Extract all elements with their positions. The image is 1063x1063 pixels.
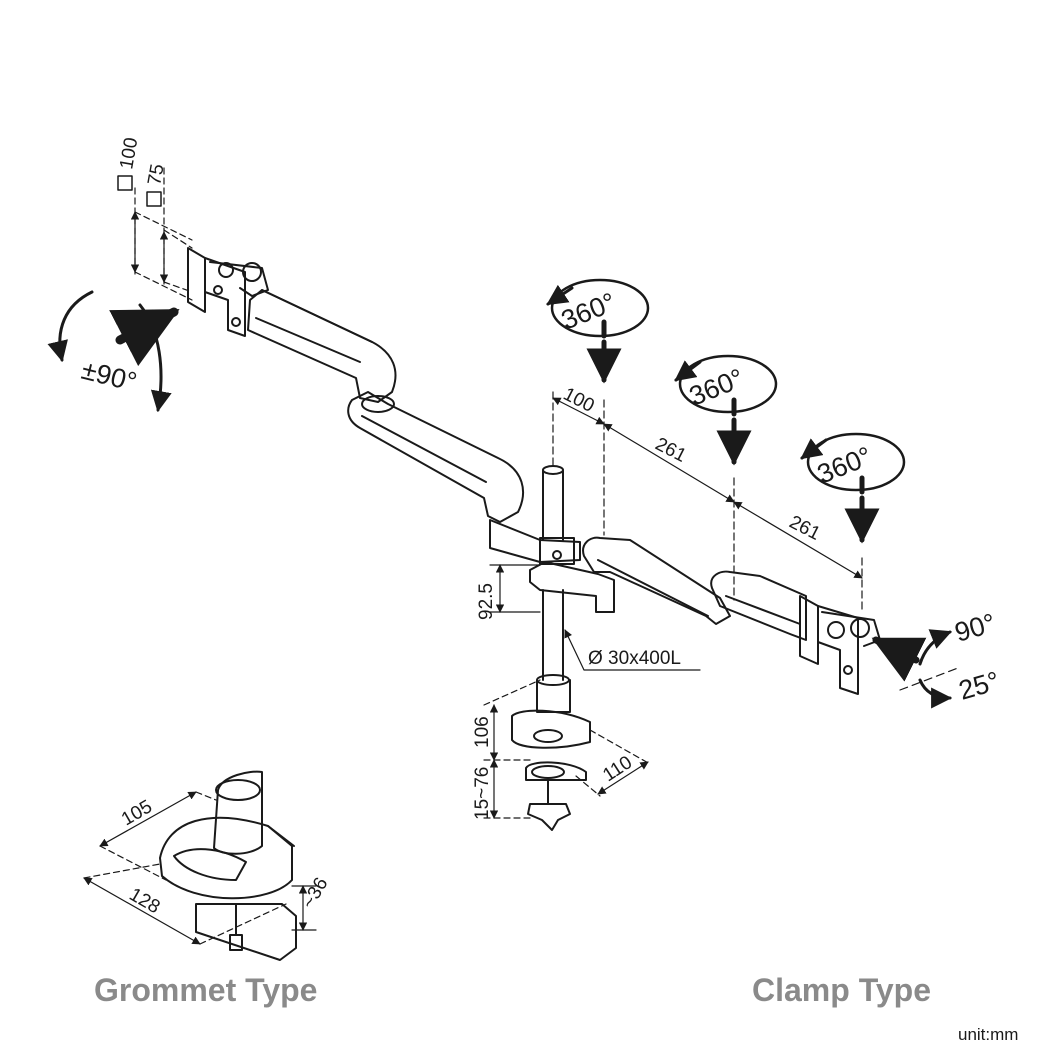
right-vesa-plate [799, 595, 881, 695]
clamp-dimension-lines [483, 679, 651, 819]
pole-size-label: Ø 30x400L [588, 648, 681, 669]
tilt-arrow-icon-right-up [918, 629, 952, 666]
swivel-ring-1 [546, 278, 650, 384]
swivel-2-label: 360° [685, 363, 748, 412]
arm-1-dimension-label: 261 [652, 434, 690, 467]
tilt-left-label: ±90° [79, 355, 140, 398]
left-vesa-plate [187, 247, 269, 337]
right-arm-1 [582, 536, 731, 625]
clamp-base [511, 674, 591, 831]
push-arrow-icon-left [109, 307, 180, 367]
clamp-range-label: 15~76 [472, 767, 493, 820]
swivel-3-label: 360° [813, 441, 876, 490]
tilt-arrow-icon-left [47, 290, 94, 363]
tilt-right-up-label: 90° [951, 608, 999, 648]
tilt-arrow-icon-right-down [918, 678, 953, 709]
push-arrow-icon-right [871, 636, 927, 682]
offset-dimension-label: 100 [560, 384, 598, 417]
center-hub [489, 519, 615, 613]
clamp-base-height-label: 106 [472, 716, 493, 748]
tilt-right-down-label: 25° [955, 666, 1003, 706]
grommet-base [159, 770, 297, 961]
grommet-length-label: 128 [126, 884, 164, 918]
swivel-1-label: 360° [557, 287, 620, 336]
arm-2-dimension-label: 261 [786, 512, 824, 545]
clamp-depth-label: 110 [599, 752, 636, 786]
unit-label: unit:mm [958, 1025, 1019, 1044]
center-pole [542, 465, 564, 681]
upper-left-arm [247, 289, 397, 403]
vesa-outer-label: 100 [116, 136, 142, 171]
grommet-type-caption: Grommet Type [94, 972, 318, 1008]
grommet-width-label: 105 [118, 796, 156, 830]
height-step-dimension [489, 564, 541, 613]
pole-leader-line [564, 629, 701, 671]
arm-dimension-lines [552, 391, 863, 611]
vesa-inner-label: 75 [144, 162, 168, 186]
height-step-label: 92.5 [476, 583, 497, 620]
lower-left-arm [347, 391, 525, 523]
clamp-type-caption: Clamp Type [752, 972, 931, 1008]
vesa-square-icon-outer [117, 175, 133, 191]
vesa-square-icon-inner [146, 191, 162, 207]
grommet-dimension-lines [83, 791, 317, 945]
